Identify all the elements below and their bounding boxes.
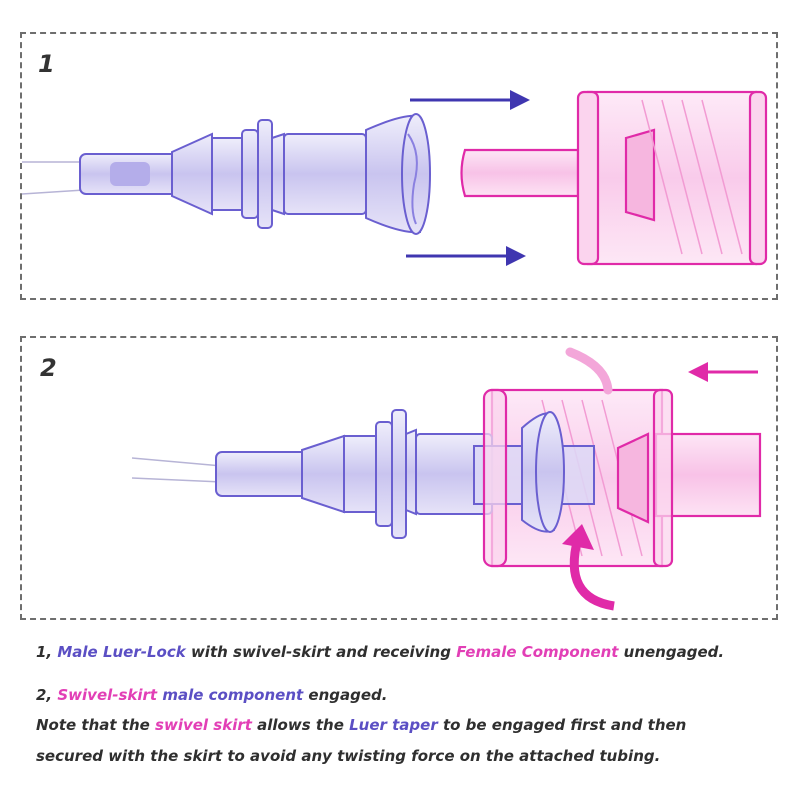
swivel-skirt-term: swivel skirt xyxy=(155,716,252,734)
engaged-illustration xyxy=(131,347,762,611)
luer-taper-term: Luer taper xyxy=(349,716,438,734)
note-line-2: secured with the skirt to avoid any twis… xyxy=(36,747,786,765)
note-text: to be engaged first and then xyxy=(437,716,687,734)
caption-unengaged: 1, Male Luer-Lock with swivel-skirt and … xyxy=(36,643,786,661)
tubing-wire xyxy=(22,161,85,195)
caption-prefix: 1, xyxy=(36,643,58,661)
tubing-wire xyxy=(131,457,223,483)
note-text: allows the xyxy=(251,716,350,734)
caption-engaged: 2, Swivel-skirt male component engaged. xyxy=(36,686,786,704)
female-component xyxy=(460,90,768,266)
rotation-arrows xyxy=(562,347,615,611)
note-text: Note that the xyxy=(36,716,156,734)
swivel-skirt-term: Swivel-skirt xyxy=(57,686,158,704)
caption-text: with swivel-skirt and receiving xyxy=(185,643,457,661)
insert-arrows xyxy=(406,90,530,266)
male-luer-lock xyxy=(79,113,431,235)
panel-unengaged: 1 xyxy=(20,32,778,300)
unengaged-illustration xyxy=(22,90,768,266)
female-skirt-rim xyxy=(482,388,674,568)
note-line-1: Note that the swivel skirt allows the Lu… xyxy=(36,716,786,734)
male-luer-lock-term: Male Luer-Lock xyxy=(57,643,186,661)
push-arrow xyxy=(688,362,758,382)
male-luer-lock xyxy=(215,409,595,539)
caption-prefix: 2, xyxy=(36,686,58,704)
female-component-term: Female Component xyxy=(456,643,619,661)
note-text: secured with the skirt to avoid any twis… xyxy=(36,747,661,765)
panel-number-2: 2 xyxy=(40,354,57,382)
panel-number-1: 1 xyxy=(38,50,55,78)
male-component-term: male component xyxy=(162,686,304,704)
panel-engaged: 2 xyxy=(20,336,778,620)
caption-text: unengaged. xyxy=(618,643,725,661)
caption-text: engaged. xyxy=(303,686,388,704)
